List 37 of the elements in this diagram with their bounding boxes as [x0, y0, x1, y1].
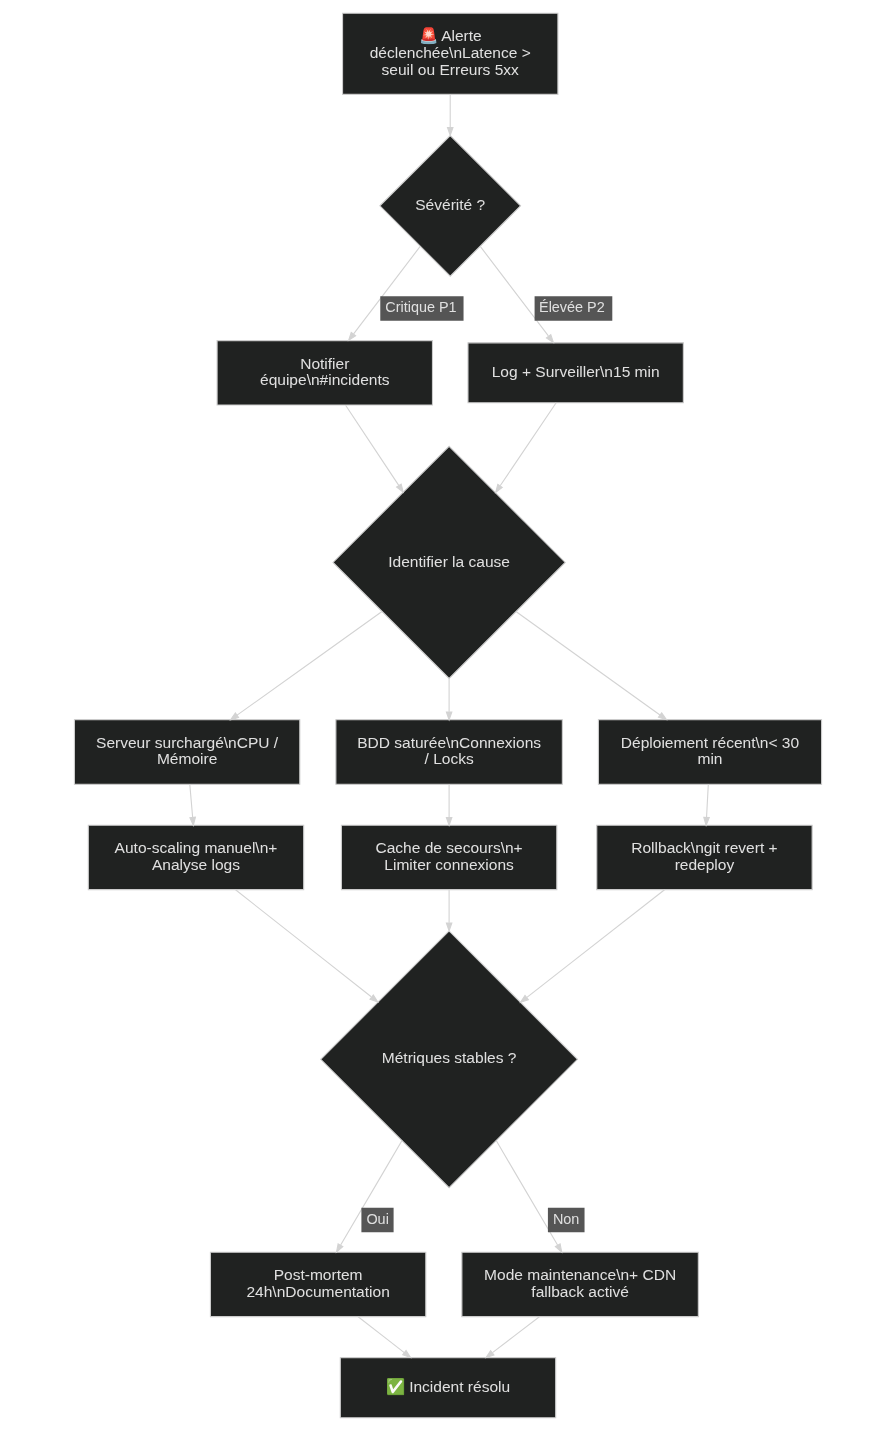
node-box: Notifier équipe\n#incidents — [216, 340, 433, 406]
arrow — [335, 1140, 403, 1254]
edge-label: Critique P1 — [385, 299, 457, 316]
arrow — [347, 245, 421, 342]
node-diamond: Métriques stables ? — [319, 930, 579, 1189]
node-box: BDD saturée\nConnexions / Locks — [335, 719, 563, 785]
arrow — [189, 783, 197, 827]
edge-label: Élevée P2 — [539, 299, 605, 316]
arrow — [345, 404, 405, 494]
node-box: Déploiement récent\n< 30 min — [597, 719, 823, 785]
arrow — [445, 678, 453, 722]
edge-label: Oui — [366, 1210, 389, 1227]
node-box: Cache de secours\n+ Limiter connexions — [340, 824, 558, 891]
node-box: Rollback\ngit revert + redeploy — [596, 824, 813, 891]
arrow — [495, 1140, 563, 1254]
node-box: Post-mortem 24h\nDocumentation — [209, 1251, 427, 1318]
arrow — [479, 245, 555, 344]
arrow — [446, 94, 454, 137]
edge-label: Non — [552, 1210, 580, 1227]
node-box: Serveur surchargé\nCPU / Mémoire — [73, 719, 301, 785]
arrow — [445, 889, 453, 933]
arrow — [235, 889, 380, 1003]
arrow — [357, 1316, 412, 1359]
node-box: Log + Surveiller\n15 min — [467, 342, 684, 404]
node-box: ✅ Incident résolu — [339, 1357, 557, 1419]
node-box: Mode maintenance\n+ CDN fallback activé — [461, 1251, 699, 1318]
arrow — [703, 783, 711, 827]
node-diamond: Identifier la cause — [332, 445, 566, 680]
arrow — [515, 611, 668, 721]
arrow — [484, 1316, 540, 1359]
arrow — [229, 611, 383, 721]
node-diamond: Sévérité ? — [379, 134, 522, 277]
node-box: Auto-scaling manuel\n+ Analyse logs — [87, 824, 305, 891]
node-box: 🚨 Alerte déclenchée\nLatence > seuil ou Erreurs 5xx — [342, 12, 559, 95]
arrow — [445, 783, 453, 827]
arrow — [494, 402, 557, 494]
arrow — [519, 889, 666, 1004]
